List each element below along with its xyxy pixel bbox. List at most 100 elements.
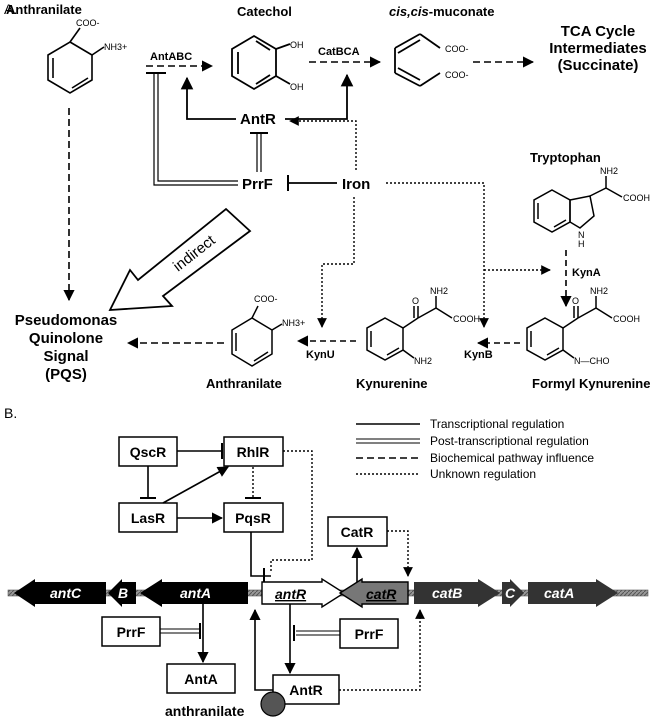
fk-cooh: COOH xyxy=(613,314,640,324)
anth-bottom-coo: COO- xyxy=(254,294,278,304)
panel-b-label: B. xyxy=(4,405,17,421)
legend: Transcriptional regulation Post-transcri… xyxy=(356,417,594,481)
oh-label-1: OH xyxy=(290,40,304,50)
trp-n: N xyxy=(578,230,585,240)
catr-to-catb-dotted xyxy=(387,530,413,577)
anthranilate-bottom-label: Anthranilate xyxy=(206,376,282,391)
prrf-right-box xyxy=(339,618,399,649)
antabc-label: AntABC xyxy=(150,51,192,63)
legend-item-unknown: Unknown regulation xyxy=(430,467,536,481)
pqs-line1: Pseudomonas xyxy=(15,312,118,329)
gene-B-label: B xyxy=(118,585,128,601)
rhlr-label: RhlR xyxy=(237,444,270,460)
pqs-line4: (PQS) xyxy=(45,366,87,383)
kynurenine-structure xyxy=(366,296,453,361)
muconate-label: cis,cis-muconate xyxy=(389,4,495,19)
prrf-left-label: PrrF xyxy=(117,624,146,640)
qscr-label: QscR xyxy=(130,444,167,460)
anthranilate-ligand-label: anthranilate xyxy=(165,703,245,719)
muconate-structure xyxy=(394,33,441,87)
gene-C-label: C xyxy=(505,585,516,601)
rhlr-box xyxy=(223,436,284,467)
gene-catB: catB xyxy=(414,579,500,607)
tryptophan-structure xyxy=(533,176,623,233)
legend-item-transcriptional: Transcriptional regulation xyxy=(430,417,564,431)
panel-a-label: A. xyxy=(4,1,17,17)
formyl-kynurenine-label: Formyl Kynurenine xyxy=(532,376,650,391)
lasr-box xyxy=(118,502,178,533)
kyn-nh2-b: NH2 xyxy=(414,356,432,366)
prrf-right-label: PrrF xyxy=(355,626,384,642)
rhlr-antr-dotted xyxy=(270,450,313,572)
gene-antR-label: antR xyxy=(275,586,307,602)
gene-antA: antA xyxy=(140,579,248,607)
pqsr-box xyxy=(223,502,284,533)
tca-line1: TCA Cycle xyxy=(561,23,635,40)
tryptophan-label: Tryptophan xyxy=(530,150,601,165)
gene-antC: antC xyxy=(14,579,106,607)
gene-B: B xyxy=(108,579,136,607)
pqs-line3: Signal xyxy=(43,348,88,365)
iron-kynu-dotted xyxy=(317,197,355,328)
lasr-rhlr-arrow xyxy=(162,466,229,504)
gene-catA: catA xyxy=(528,579,618,607)
antr-node: AntR xyxy=(240,111,276,128)
anta-box-label: AntA xyxy=(184,671,217,687)
prrf-antabc-line-b xyxy=(153,73,238,186)
oh-label-2: OH xyxy=(290,82,304,92)
kynb-label: KynB xyxy=(464,349,493,361)
anta-box xyxy=(166,663,236,694)
antr-to-catbca-arrow xyxy=(285,73,354,120)
coo-label: COO- xyxy=(76,18,100,28)
kyn-nh2: NH2 xyxy=(430,286,448,296)
prrf-antabc-line-a xyxy=(157,73,238,182)
kyn-cooh: COOH xyxy=(453,314,480,324)
trp-h: H xyxy=(578,239,585,249)
antr-box-label: AntR xyxy=(289,682,322,698)
antr-to-antabc-arrow xyxy=(180,76,236,120)
pqsr-antr-line xyxy=(250,532,271,577)
muconate-coo-1: COO- xyxy=(445,44,469,54)
pqsr-label: PqsR xyxy=(235,510,271,526)
gene-antR: antR xyxy=(261,577,346,609)
gene-catB-label: catB xyxy=(432,585,462,601)
prrf-left-box xyxy=(101,616,161,647)
gene-C: C xyxy=(502,579,524,607)
legend-item-biochemical: Biochemical pathway influence xyxy=(430,451,594,465)
catechol-label: Catechol xyxy=(237,4,292,19)
iron-node: Iron xyxy=(342,176,370,193)
antr-to-antA-promoter-arrow xyxy=(249,608,273,691)
fk-o: O xyxy=(572,296,579,306)
gene-antC-label: antC xyxy=(50,585,82,601)
kynurenine-label: Kynurenine xyxy=(356,376,428,391)
catbca-label: CatBCA xyxy=(318,46,360,58)
nh3-label: NH3+ xyxy=(104,42,127,52)
anthranilate-top-label: Anthranilate xyxy=(6,2,82,17)
kynu-label: KynU xyxy=(306,349,335,361)
gene-catR-label: catR xyxy=(366,586,397,602)
catr-box-label: CatR xyxy=(341,524,374,540)
kyn-o: O xyxy=(412,296,419,306)
trp-cooh: COOH xyxy=(623,193,650,203)
tca-line3: (Succinate) xyxy=(558,57,639,74)
fk-cho: N—CHO xyxy=(574,356,610,366)
anthranilate-top-structure xyxy=(47,27,105,94)
tca-line2: Intermediates xyxy=(549,40,647,57)
catechol-structure xyxy=(231,34,291,91)
gene-antA-label: antA xyxy=(180,585,211,601)
formyl-kynurenine-structure xyxy=(526,296,613,361)
iron-antr-dotted xyxy=(289,116,357,170)
lasr-label: LasR xyxy=(131,510,165,526)
anthranilate-bottom-structure xyxy=(231,305,283,367)
gene-catA-label: catA xyxy=(544,585,574,601)
gene-catR: catR xyxy=(338,577,409,609)
kyna-label: KynA xyxy=(572,267,601,279)
iron-kynb-dotted xyxy=(386,182,489,328)
antr-to-catB-dotted xyxy=(339,609,425,691)
anthranilate-ligand xyxy=(260,691,286,717)
pqs-line2: Quinolone xyxy=(29,330,103,347)
anth-bottom-nh3: NH3+ xyxy=(282,318,305,328)
fk-nh2: NH2 xyxy=(590,286,608,296)
muconate-coo-2: COO- xyxy=(445,70,469,80)
